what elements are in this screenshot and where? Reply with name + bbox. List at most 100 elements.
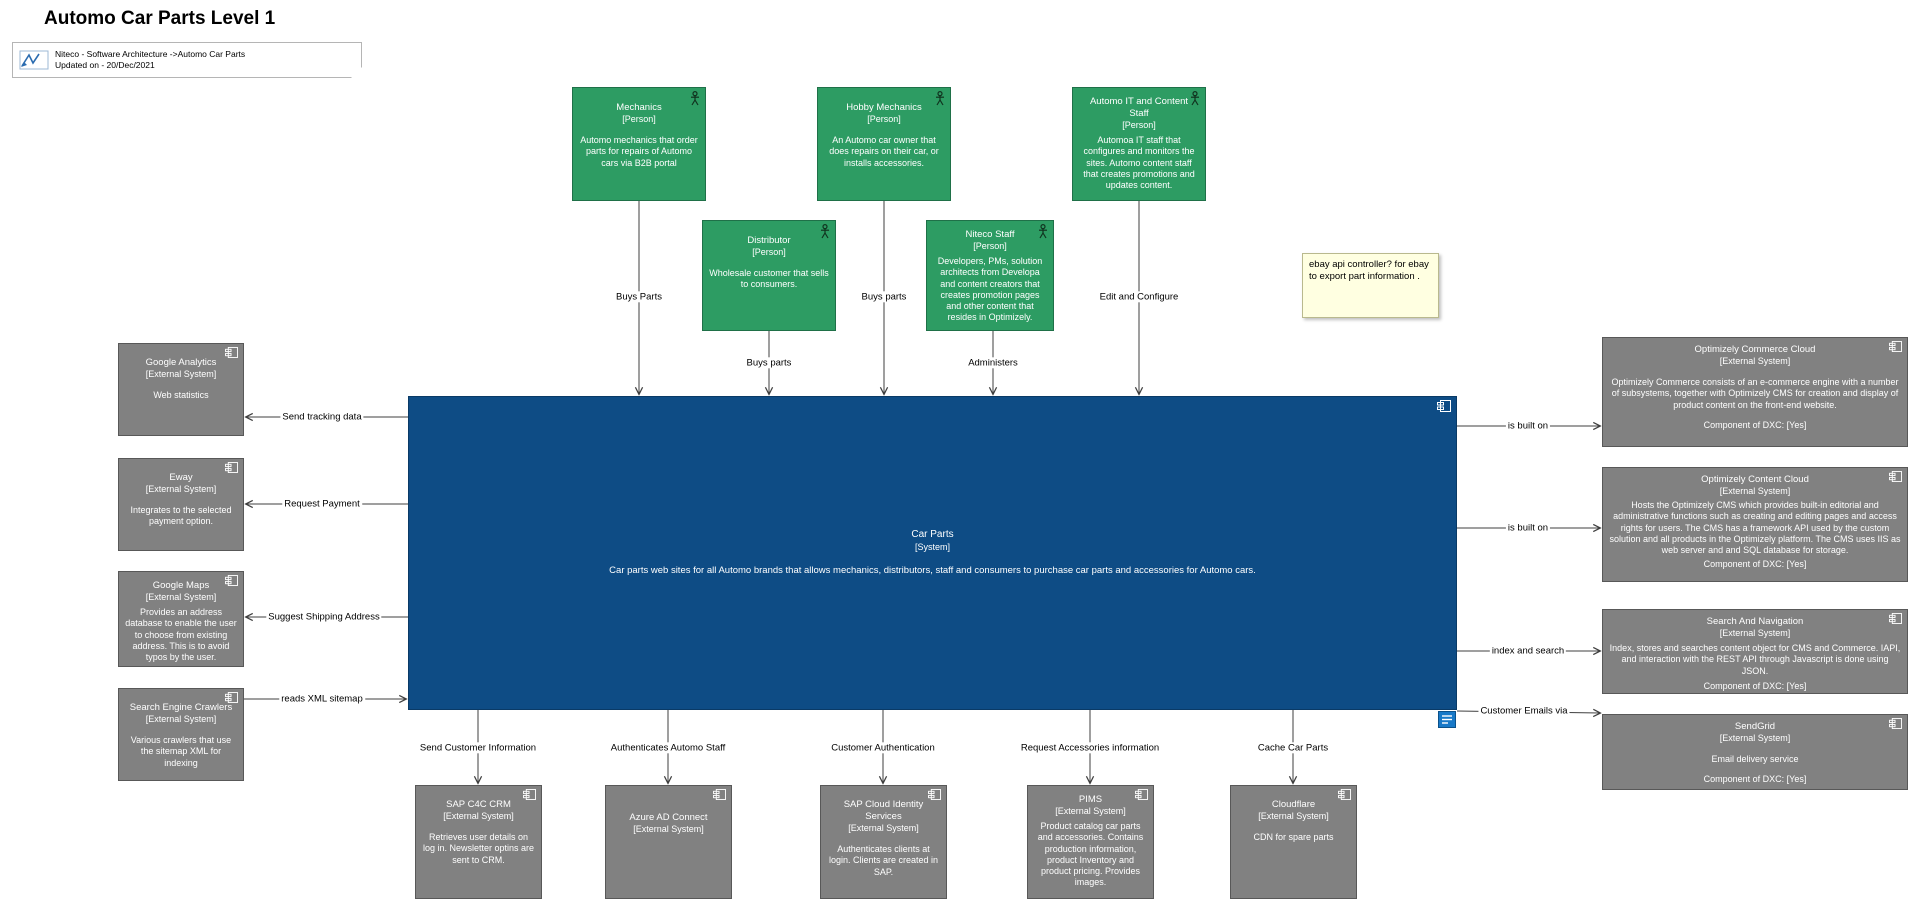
element-type: [External System]: [848, 822, 919, 833]
element-name: Google Maps: [152, 580, 210, 591]
element-name: SAP C4C CRM: [446, 799, 511, 810]
component-icon: [1437, 400, 1451, 412]
element-description: Various crawlers that use the sitemap XM…: [130, 735, 232, 768]
external-box-google-analytics[interactable]: Google Analytics [External System] Web s…: [118, 343, 244, 436]
element-name: Distributor: [747, 235, 791, 246]
connection-label: Buys parts: [859, 291, 909, 303]
element-type: [External System]: [1719, 627, 1791, 638]
element-type: [External System]: [145, 483, 217, 494]
element-type: [Person]: [622, 113, 656, 124]
composite-diagram-icon[interactable]: [1438, 711, 1456, 728]
connection-label: Buys parts: [744, 357, 794, 369]
person-icon: [820, 223, 830, 239]
external-box-optimizely-content-cloud[interactable]: Optimizely Content Cloud [External Syste…: [1602, 467, 1908, 582]
connection-label: Customer Authentication: [829, 742, 937, 754]
system-box-car-parts[interactable]: Car Parts [System] Car parts web sites f…: [408, 396, 1457, 710]
element-type: [External System]: [1055, 805, 1126, 816]
component-icon: [1889, 718, 1902, 729]
element-description: Car parts web sites for all Automo brand…: [609, 564, 1256, 576]
element-dxc-note: Component of DXC: [Yes]: [1703, 680, 1807, 691]
connection-label: index and search: [1489, 645, 1567, 657]
element-description: CDN for spare parts: [1253, 832, 1334, 843]
element-type: [Person]: [1122, 119, 1156, 130]
component-icon: [225, 692, 238, 703]
connection-label: Cache Car Parts: [1255, 742, 1331, 754]
element-type: [Person]: [752, 246, 786, 257]
element-description: Optimizely Commerce consists of an e-com…: [1611, 377, 1899, 410]
connection-label: Suggest Shipping Address: [266, 611, 382, 623]
component-icon: [713, 789, 726, 800]
element-description: Web statistics: [153, 390, 209, 401]
element-description: Hosts the Optimizely CMS which provides …: [1609, 500, 1901, 556]
element-description: Developers, PMs, solution architects fro…: [937, 256, 1043, 323]
person-box-automo-it-content-staff[interactable]: Automo IT and Content Staff [Person] Aut…: [1072, 87, 1206, 201]
connection-label: Request Accessories information: [1018, 742, 1162, 754]
component-icon: [1889, 613, 1902, 624]
element-dxc-note: Component of DXC: [Yes]: [1703, 419, 1807, 430]
person-icon: [1190, 90, 1200, 106]
external-box-eway[interactable]: Eway [External System] Integrates to the…: [118, 458, 244, 551]
header-note-line1: Niteco - Software Architecture ->Automo …: [55, 48, 246, 59]
person-box-distributor[interactable]: Distributor [Person] Wholesale customer …: [702, 220, 836, 331]
element-name: Eway: [169, 472, 193, 483]
external-box-pims[interactable]: PIMS [External System] Product catalog c…: [1027, 785, 1154, 899]
person-box-niteco-staff[interactable]: Niteco Staff [Person] Developers, PMs, s…: [926, 220, 1054, 331]
element-dxc-note: Component of DXC: [Yes]: [1703, 774, 1807, 785]
element-description: An Automo car owner that does repairs on…: [829, 135, 939, 168]
person-box-hobby-mechanics[interactable]: Hobby Mechanics [Person] An Automo car o…: [817, 87, 951, 201]
element-name: Optimizely Commerce Cloud: [1694, 344, 1816, 355]
component-icon: [225, 462, 238, 473]
element-name: Cloudflare: [1271, 799, 1316, 810]
element-name: Mechanics: [616, 102, 662, 113]
element-description: Provides an address database to enable t…: [125, 607, 237, 663]
element-name: Google Analytics: [145, 357, 217, 368]
person-icon: [935, 90, 945, 106]
element-description: Email delivery service: [1711, 754, 1799, 765]
element-type: [External System]: [145, 368, 217, 379]
element-type: [External System]: [145, 591, 217, 602]
component-icon: [1889, 341, 1902, 352]
element-type: [External System]: [1719, 732, 1791, 743]
connection-label: Authenticates Automo Staff: [608, 742, 728, 754]
diagram-header-note: Niteco - Software Architecture ->Automo …: [12, 42, 362, 78]
connection-label: reads XML sitemap: [279, 693, 365, 705]
element-type: [External System]: [633, 823, 704, 834]
external-box-cloudflare[interactable]: Cloudflare [External System] CDN for spa…: [1230, 785, 1357, 899]
element-name: SendGrid: [1734, 721, 1776, 732]
element-description: Product catalog car parts and accessorie…: [1037, 821, 1144, 888]
external-box-search-engine-crawlers[interactable]: Search Engine Crawlers [External System]…: [118, 688, 244, 781]
external-box-google-maps[interactable]: Google Maps [External System] Provides a…: [118, 571, 244, 667]
element-description: Automoa IT staff that configures and mon…: [1083, 135, 1195, 190]
element-dxc-note: Component of DXC: [Yes]: [1703, 559, 1807, 570]
element-name: Niteco Staff: [965, 229, 1015, 240]
element-name: Azure AD Connect: [629, 812, 708, 823]
element-name: Search And Navigation: [1706, 616, 1804, 627]
element-name: Car Parts: [911, 529, 954, 541]
element-description: Retrieves user details on log in. Newsle…: [422, 832, 535, 865]
external-box-sendgrid[interactable]: SendGrid [External System] Email deliver…: [1602, 714, 1908, 790]
person-icon: [690, 90, 700, 106]
external-box-sap-c4c-crm[interactable]: SAP C4C CRM [External System] Retrieves …: [415, 785, 542, 899]
connection-label: is built on: [1505, 420, 1551, 432]
external-box-sap-cloud-identity-services[interactable]: SAP Cloud Identity Services [External Sy…: [820, 785, 947, 899]
component-icon: [225, 575, 238, 586]
connection-label: Administers: [966, 357, 1020, 369]
element-name: Optimizely Content Cloud: [1701, 474, 1809, 485]
person-icon: [1038, 223, 1048, 239]
element-type: [Person]: [973, 240, 1007, 251]
external-box-search-and-navigation[interactable]: Search And Navigation [External System] …: [1602, 609, 1908, 694]
connection-label: Request Payment: [282, 498, 362, 510]
connection-label: is built on: [1505, 522, 1551, 534]
element-name: PIMS: [1078, 794, 1103, 805]
external-box-optimizely-commerce-cloud[interactable]: Optimizely Commerce Cloud [External Syst…: [1602, 337, 1908, 447]
element-name: SAP Cloud Identity Services: [843, 799, 924, 822]
connection-label: Send tracking data: [280, 411, 364, 423]
external-box-azure-ad-connect[interactable]: Azure AD Connect [External System]: [605, 785, 732, 899]
diagram-logo-icon: [19, 50, 49, 70]
note-ebay-api[interactable]: ebay api controller? for ebay to export …: [1302, 253, 1439, 318]
component-icon: [1889, 471, 1902, 482]
element-description: Wholesale customer that sells to consume…: [709, 268, 829, 290]
person-box-mechanics[interactable]: Mechanics [Person] Automo mechanics that…: [572, 87, 706, 201]
component-icon: [225, 347, 238, 358]
